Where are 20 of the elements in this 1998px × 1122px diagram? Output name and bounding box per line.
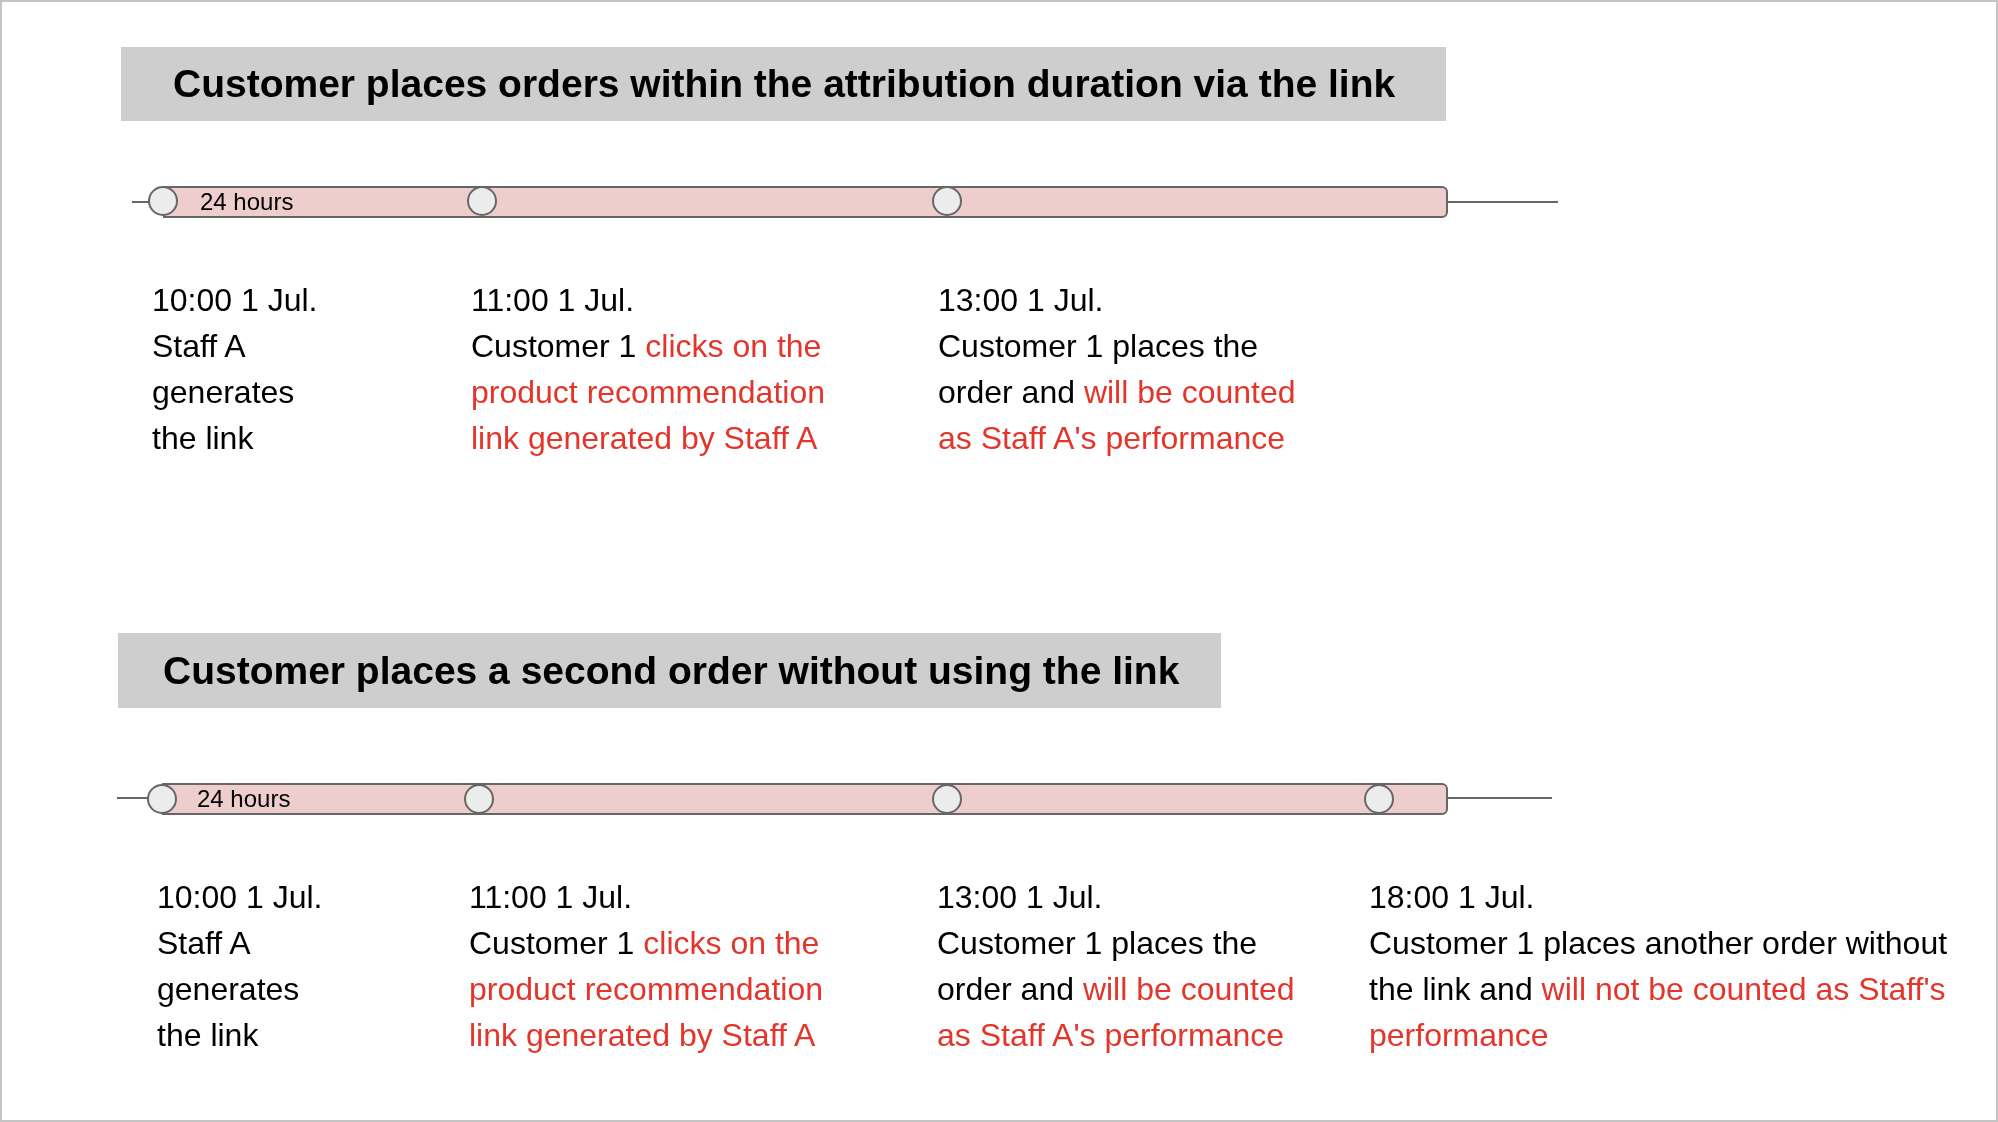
section-heading: Customer places orders within the attribution duration via the link [173, 61, 1396, 107]
duration-label: 24 hours [200, 188, 294, 216]
event-time: 13:00 1 Jul. [938, 281, 1105, 320]
event-description: Customer 1 clicks on the product recommendation link generated by Staff A [469, 924, 824, 1055]
event-description: Customer 1 places the order and will be counted as Staff A's performance [937, 924, 1296, 1055]
event-time: 10:00 1 Jul. [152, 281, 319, 320]
heading-band [121, 47, 1446, 121]
event-description: Customer 1 places the order and will be counted as Staff A's performance [938, 327, 1297, 458]
heading-band [118, 633, 1221, 708]
event-time: 10:00 1 Jul. [157, 878, 324, 917]
event-description: Staff A generates the link [157, 924, 301, 1055]
event-time: 11:00 1 Jul. [471, 281, 636, 320]
event-description: Customer 1 clicks on the product recommendation link generated by Staff A [471, 327, 826, 458]
section-heading: Customer places a second order without using the link [163, 647, 1180, 694]
event-time: 18:00 1 Jul. [1369, 878, 1536, 917]
event-description: Staff A generates the link [152, 327, 296, 458]
event-time: 13:00 1 Jul. [937, 878, 1104, 917]
event-description: Customer 1 places another order without the link and will not be counted as Staff's performance [1369, 924, 1949, 1055]
event-time: 11:00 1 Jul. [469, 878, 634, 917]
duration-label: 24 hours [197, 785, 291, 813]
